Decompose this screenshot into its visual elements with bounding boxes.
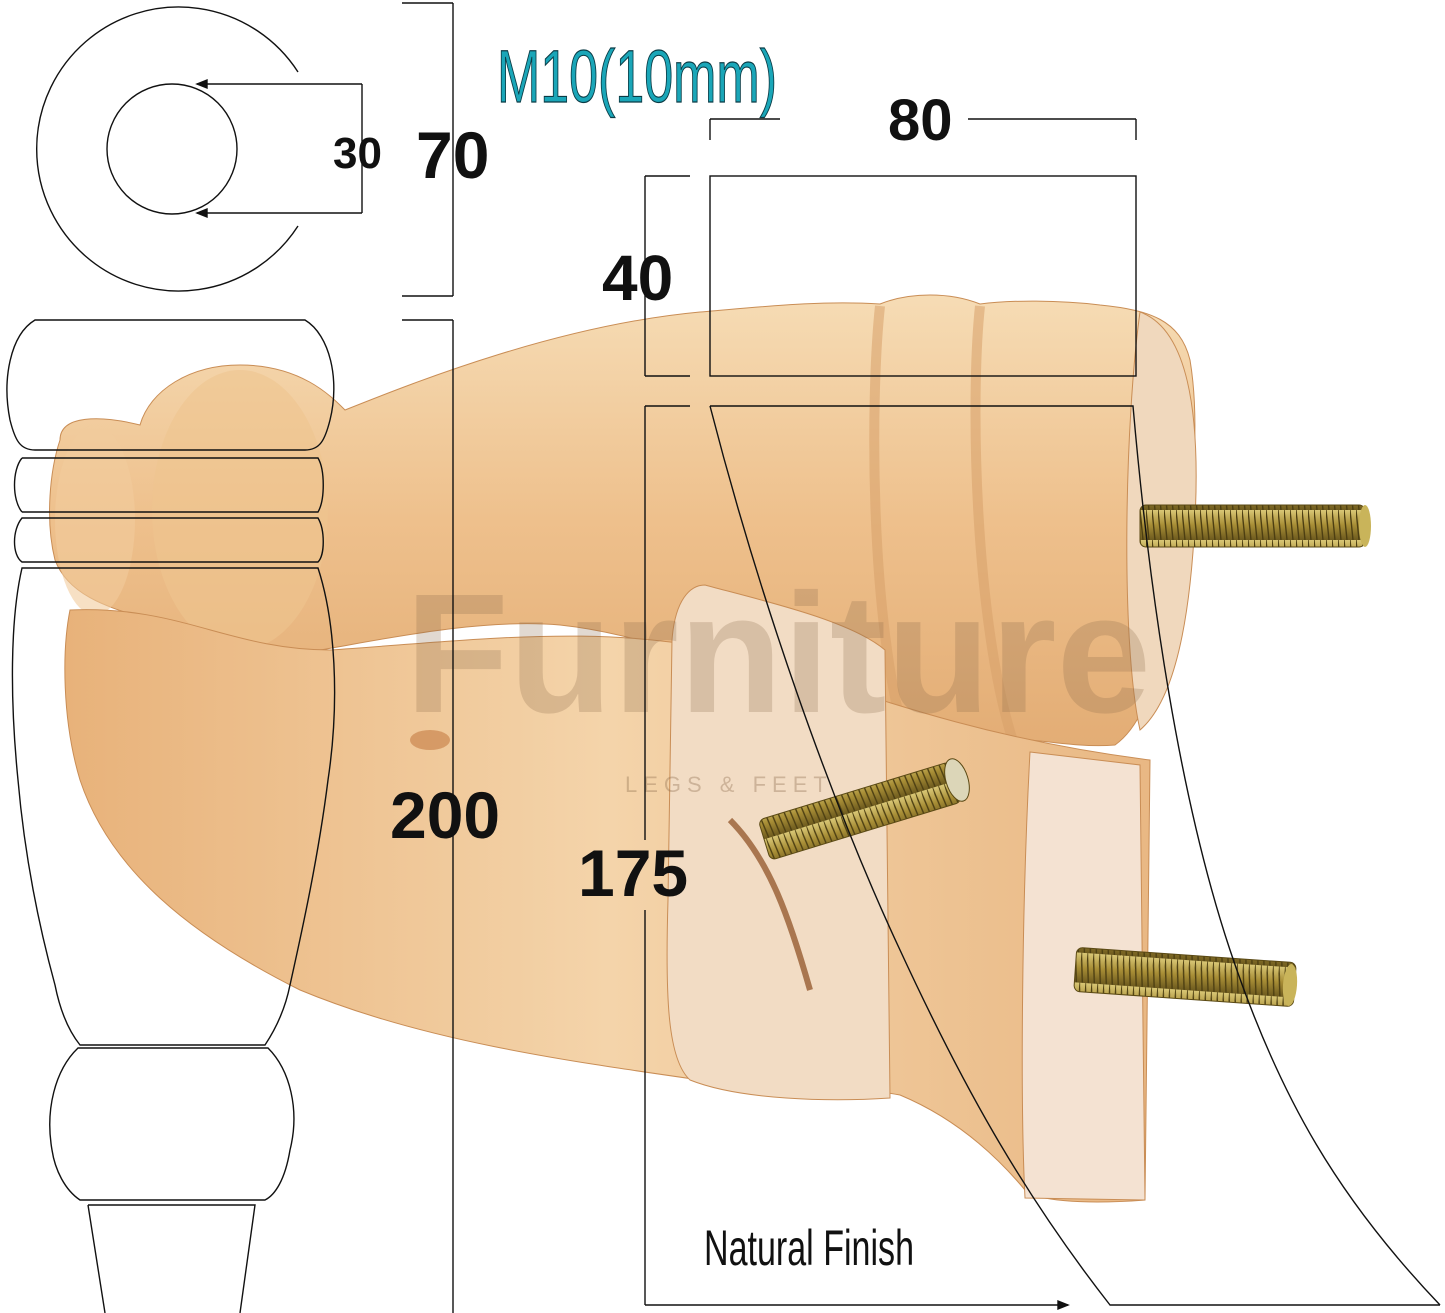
inner-circle <box>106 83 238 215</box>
thread-size-label: M10(10mm) <box>497 35 777 118</box>
bolt-middle <box>759 758 970 860</box>
outer-diameter-label: 70 <box>416 118 489 192</box>
thickness-label: 40 <box>602 242 673 314</box>
watermark-tagline: LEGS & FEET <box>625 772 833 797</box>
width-label: 80 <box>888 88 953 153</box>
bolt-upper <box>1139 504 1371 548</box>
watermark-brand: Furniture <box>405 559 1151 749</box>
bolt-lower <box>1073 947 1298 1007</box>
total-height-label: 200 <box>390 778 500 852</box>
inner-diameter-label: 30 <box>333 129 382 178</box>
curved-leg-outline <box>644 118 1441 1311</box>
side-profile-drawing <box>6 319 454 1313</box>
leg-height-label: 175 <box>578 836 688 910</box>
outer-circle <box>35 6 299 292</box>
top-view-drawing <box>35 2 454 297</box>
turned-leg-photo <box>49 294 1197 747</box>
brand-watermark: Furniture LEGS & FEET <box>405 559 1151 797</box>
finish-label: Natural Finish <box>704 1220 914 1276</box>
